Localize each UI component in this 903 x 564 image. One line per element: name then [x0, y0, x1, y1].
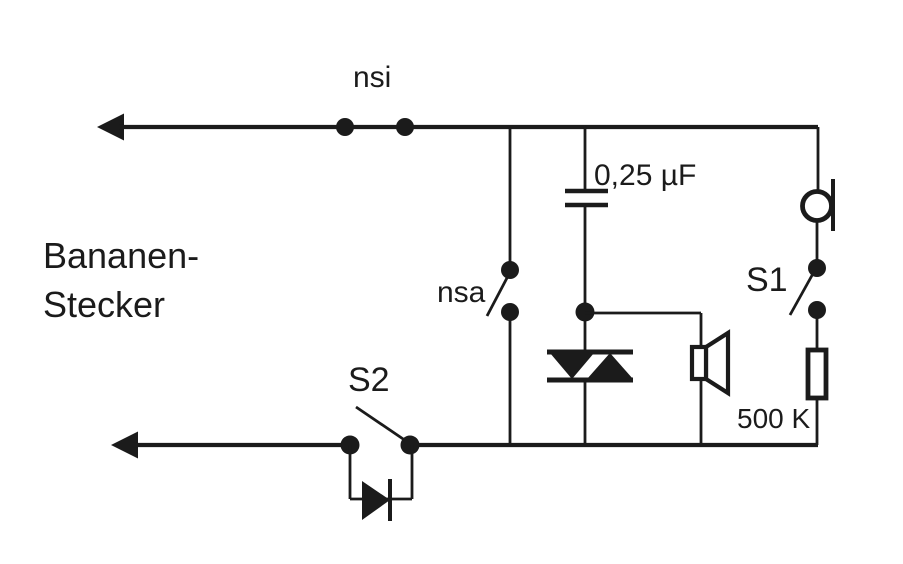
top-lead-wire — [97, 113, 818, 141]
bottom-lead-arrow-icon — [111, 431, 138, 459]
bottom-lead-wire — [111, 431, 818, 459]
nsi-contact-icon: nsi — [336, 61, 414, 136]
s1-switch-blade — [788, 269, 817, 316]
s2-switch-blade — [355, 405, 410, 445]
capacitor-value-label: 0,25 µF — [594, 159, 696, 192]
resistor-icon — [805, 347, 829, 401]
top-lead-arrow-icon — [97, 113, 124, 141]
triac-icon — [547, 349, 633, 445]
loudspeaker-icon — [689, 329, 731, 445]
plug-label-line2: Stecker — [43, 284, 165, 325]
triac-triangle-up — [587, 353, 633, 379]
nsi-label: nsi — [353, 61, 391, 94]
s2-label: S2 — [348, 361, 390, 399]
s1-contact-dot-bottom — [808, 301, 826, 319]
nsi-contact-dot-right — [396, 118, 414, 136]
diode-triangle-icon — [362, 481, 390, 520]
s1-label: S1 — [746, 261, 788, 299]
s1-switch: S1 — [746, 259, 826, 319]
nsa-switch-blade — [485, 275, 510, 317]
speaker-cone — [703, 329, 731, 397]
plug-label: Bananen- Stecker — [43, 235, 199, 325]
nsa-branch: nsa — [437, 127, 519, 445]
resistor-value-label: 500 K — [737, 403, 810, 434]
diode-bypass — [348, 445, 414, 521]
capacitor-branch: 0,25 µF — [565, 127, 696, 352]
nsi-contact-dot-left — [336, 118, 354, 136]
s2-contact-dot-right — [400, 435, 420, 455]
nsa-contact-dot-top — [501, 261, 519, 279]
gate-node — [575, 302, 703, 348]
s1-contact-dot-top — [808, 259, 826, 277]
resistor-branch: 500 K — [737, 318, 829, 445]
nsa-label: nsa — [437, 276, 486, 309]
microphone-branch — [800, 127, 835, 261]
microphone-icon — [800, 189, 834, 223]
plug-label-line1: Bananen- — [43, 235, 199, 276]
triac-triangle-down — [550, 353, 594, 379]
speaker-body — [689, 344, 709, 382]
nsa-contact-dot-bottom — [501, 303, 519, 321]
s2-switch: S2 — [340, 361, 420, 455]
